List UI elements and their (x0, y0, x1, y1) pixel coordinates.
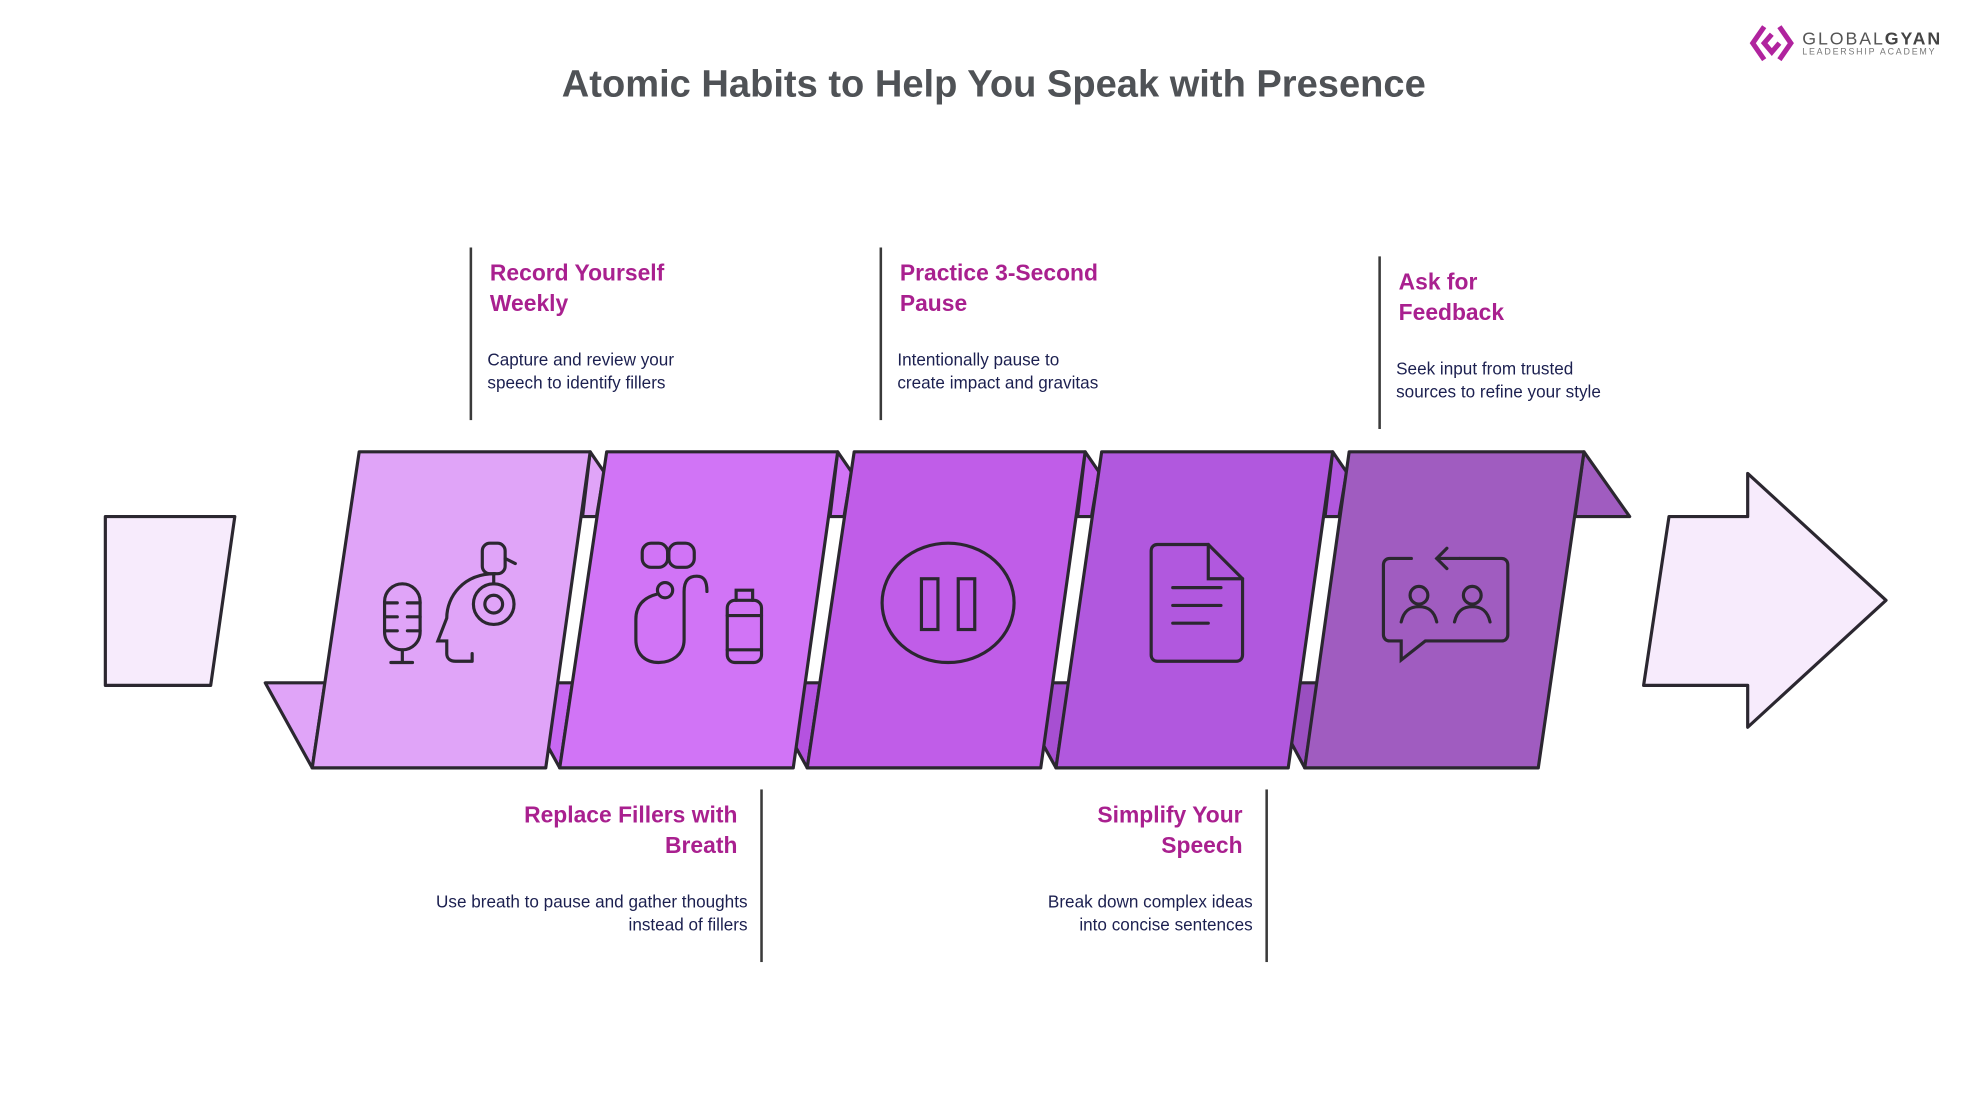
step-description: Seek input from trusted (1396, 359, 1574, 379)
step-description: sources to refine your style (1396, 382, 1601, 402)
divider-line (1378, 256, 1381, 429)
logo-subtitle: LEADERSHIP ACADEMY (1802, 48, 1937, 58)
lungs-oxygen-tank-icon (634, 541, 764, 665)
divider-line (879, 247, 883, 421)
step-panel-1 (310, 450, 592, 770)
end-arrow (1642, 471, 1888, 729)
page-title: Atomic Habits to Help You Speak with Pre… (561, 63, 1426, 106)
logo-mark-icon (1749, 25, 1794, 62)
document-icon (1149, 542, 1245, 663)
logo-text-bold: GYAN (1884, 27, 1943, 49)
step-heading: Weekly (489, 290, 569, 317)
step-description: Use breath to pause and gather thoughts (436, 892, 748, 912)
start-block (103, 514, 237, 687)
step-heading: Speech (1161, 832, 1243, 858)
step-description: create impact and gravitas (897, 373, 1099, 393)
step-description: into concise sentences (1079, 915, 1253, 935)
logo: GLOBALGYAN LEADERSHIP ACADEMY (1749, 23, 1942, 64)
step-heading: Simplify Your (1097, 802, 1243, 828)
step-heading: Record Yourself (489, 260, 665, 286)
step-description: Break down complex ideas (1047, 892, 1253, 912)
step-heading: Feedback (1398, 299, 1505, 325)
logo-text: GLOBAL (1802, 27, 1885, 49)
divider-line (760, 789, 763, 963)
divider-line (1265, 789, 1268, 963)
step-description: Capture and review your (487, 350, 675, 370)
step-heading: Practice 3-Second (899, 260, 1098, 286)
step-description: instead of fillers (628, 915, 748, 935)
step-description: speech to identify fillers (487, 373, 666, 393)
step-panel-4 (1054, 450, 1335, 770)
step-panel-5 (1303, 450, 1586, 770)
pause-icon (880, 541, 1016, 665)
microphone-headphones-icon (382, 541, 517, 665)
step-panel-2 (558, 450, 840, 770)
divider-line (469, 247, 473, 421)
step-panel-3 (805, 450, 1087, 770)
step-description: Intentionally pause to (897, 350, 1060, 370)
step-heading: Replace Fillers with (524, 802, 738, 828)
feedback-chat-icon (1381, 546, 1510, 664)
step-heading: Breath (665, 832, 738, 858)
step-heading: Pause (899, 290, 968, 317)
step-heading: Ask for (1398, 269, 1478, 295)
